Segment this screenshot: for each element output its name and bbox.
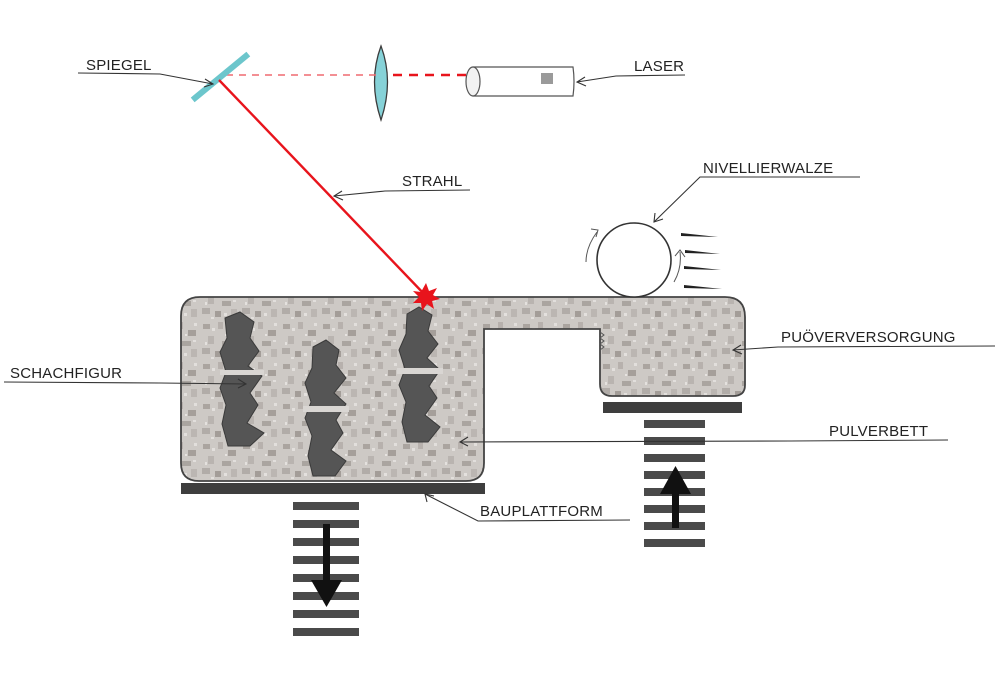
label-schachfigur: SCHACHFIGUR	[10, 365, 122, 382]
leader-pulverbett	[458, 436, 949, 447]
label-nivellierwalze: NIVELLIERWALZE	[703, 160, 833, 177]
leader-bauplattform	[424, 493, 631, 522]
laser-spot-starburst-icon	[413, 283, 440, 311]
leveling-roller	[585, 222, 722, 298]
supply-platform	[603, 402, 742, 413]
focus-lens	[373, 44, 389, 123]
roller-rotation-icon	[585, 231, 598, 263]
arrow-down-icon	[311, 524, 342, 607]
leader-nivellierwalze	[653, 176, 860, 223]
leader-spiegel	[77, 72, 215, 88]
label-bauplattform: BAUPLATTFORM	[480, 503, 603, 520]
laser-device	[465, 66, 575, 97]
leader-strahl	[332, 189, 471, 201]
label-laser: LASER	[634, 58, 684, 75]
powder-bed-chamber	[180, 296, 746, 482]
chess-figure-1	[219, 311, 265, 447]
label-strahl: STRAHL	[402, 173, 462, 190]
leader-laser	[575, 74, 686, 87]
arrow-up-icon	[660, 466, 691, 528]
leader-puoverversorgung	[731, 344, 996, 355]
chess-figure-2	[303, 339, 349, 477]
label-spiegel: SPIEGEL	[86, 57, 152, 74]
label-pulverbett: PULVERBETT	[829, 423, 928, 440]
label-puoverversorgung: PUÖVERVERSORGUNG	[781, 328, 956, 346]
chess-figure-3	[397, 306, 443, 443]
laser-beam-strahl	[218, 79, 427, 297]
mirror	[190, 51, 251, 103]
leader-schachfigur	[3, 378, 248, 389]
build-platform	[181, 483, 485, 494]
